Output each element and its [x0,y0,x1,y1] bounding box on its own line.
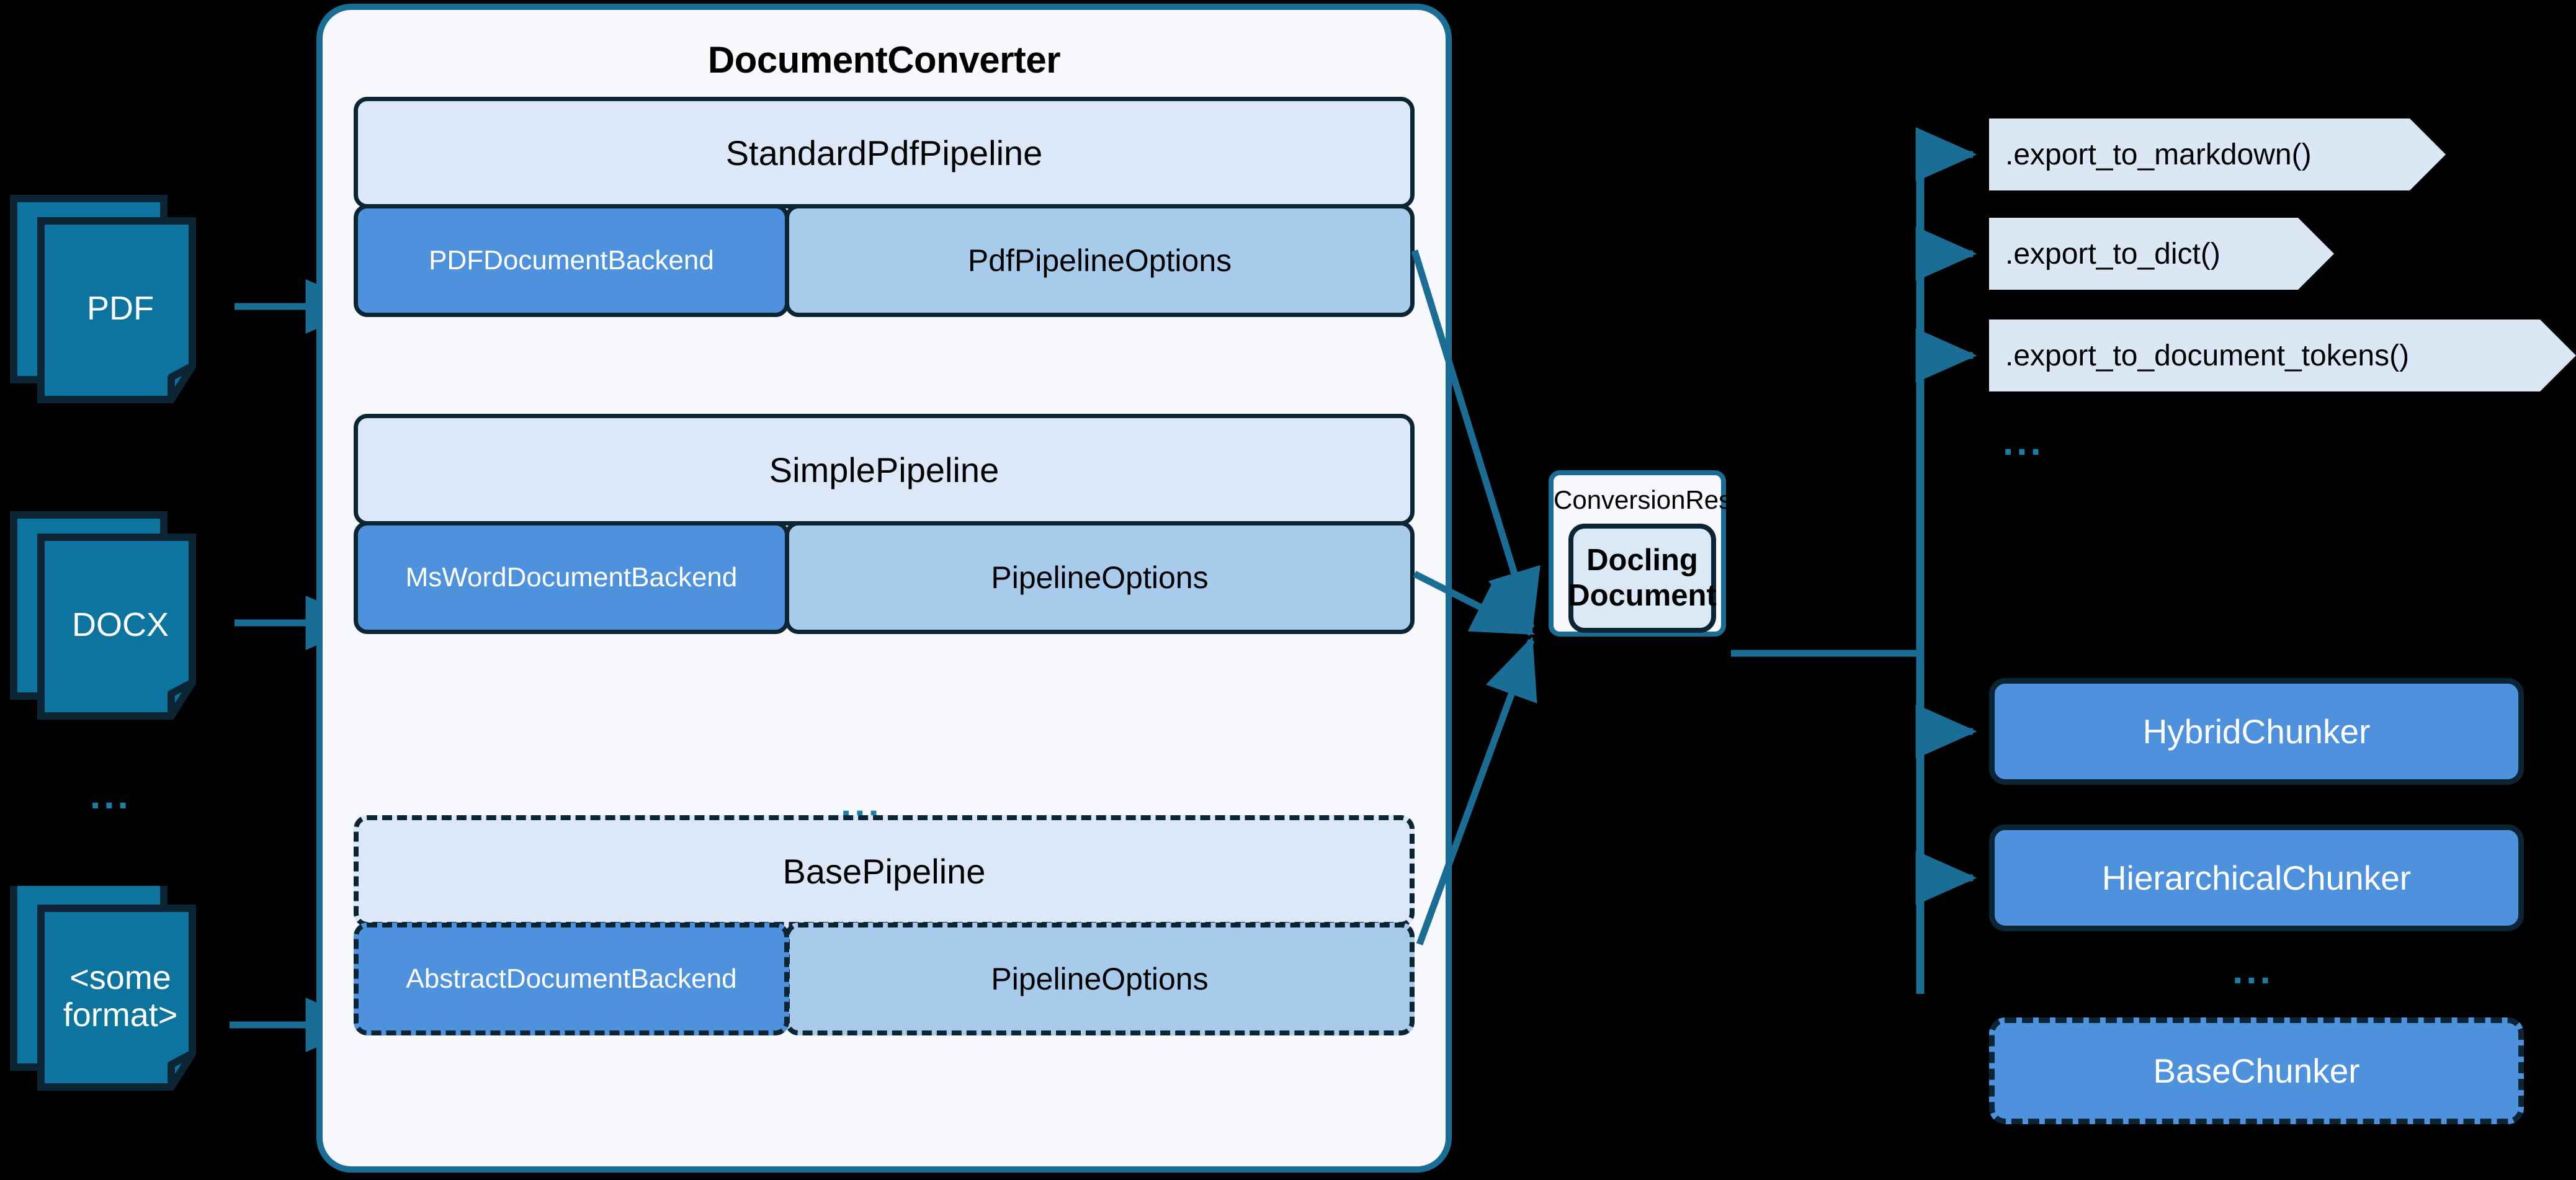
export-to-dict-label: .export_to_dict() [2005,237,2220,270]
input-document-pdf[interactable]: PDF [9,169,232,405]
export-to-markdown-label: .export_to_markdown() [2005,138,2312,171]
export-to-dict-shape[interactable]: .export_to_dict() [1989,218,2334,290]
pipeline-options-simple[interactable]: PipelineOptions [785,521,1415,634]
docling-document-line1: Docling [1586,543,1698,578]
base-chunker-box[interactable]: BaseChunker [1989,1017,2524,1124]
page-title: DocumentConverter [707,39,1061,81]
pipeline-options-base[interactable]: PipelineOptions [785,923,1415,1035]
pipeline-backend-pdf[interactable]: PDFDocumentBackend [354,204,789,317]
document-converter-panel: DocumentConverter StandardPdfPipeline PD… [316,4,1452,1173]
document-stack-icon [10,195,196,403]
export-to-document-tokens-shape[interactable]: .export_to_document_tokens() [1989,320,2576,391]
input-document-some-format[interactable]: <some format> [9,886,232,1122]
pipeline-options-pdf[interactable]: PdfPipelineOptions [785,204,1415,317]
pipeline-group-base: BasePipeline AbstractDocumentBackend Pip… [354,815,1415,1035]
document-stack-icon [10,886,196,1091]
conversion-result-box[interactable]: ConversionResult Docling Document [1549,470,1760,637]
inputs-ellipsis: ... [90,774,132,817]
exports-ellipsis: ... [2003,421,2044,463]
docling-document-line2: Document [1568,579,1717,612]
hybrid-chunker-box[interactable]: HybridChunker [1989,678,2524,785]
docling-document-box[interactable]: Docling Document [1568,524,1717,633]
pipeline-backend-abstract[interactable]: AbstractDocumentBackend [354,923,789,1035]
pipeline-header-simple[interactable]: SimplePipeline [354,414,1415,525]
hierarchical-chunker-box[interactable]: HierarchicalChunker [1989,825,2524,931]
document-stack-icon [10,511,196,720]
conversion-result-label: ConversionResult [1554,485,1760,514]
pipeline-header-base[interactable]: BasePipeline [354,815,1415,927]
pipeline-group-simple: SimplePipeline MsWordDocumentBackend Pip… [354,414,1415,634]
input-document-docx[interactable]: DOCX [9,485,232,721]
chunkers-ellipsis: ... [2232,949,2274,992]
pipeline-group-standard-pdf: StandardPdfPipeline PDFDocumentBackend P… [354,97,1415,317]
pipeline-header-standard-pdf[interactable]: StandardPdfPipeline [354,97,1415,208]
export-to-markdown-shape[interactable]: .export_to_markdown() [1989,118,2446,190]
export-to-document-tokens-label: .export_to_document_tokens() [2005,339,2410,372]
pipeline-backend-msword[interactable]: MsWordDocumentBackend [354,521,789,634]
